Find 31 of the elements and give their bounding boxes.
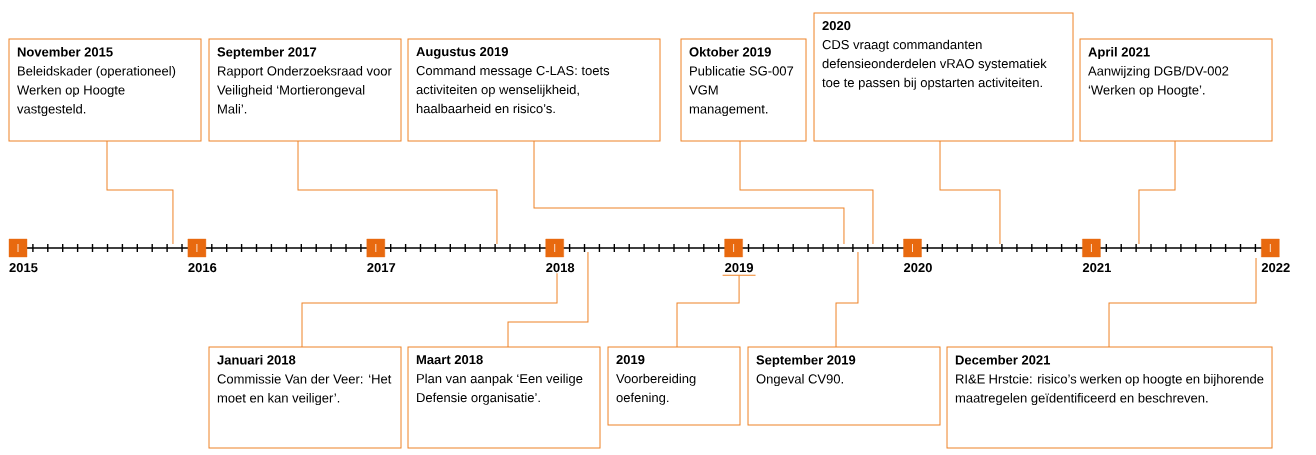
event-box: September 2019 Ongeval CV90. <box>747 346 941 426</box>
event-box: November 2015 Beleidskader (operationeel) Werken op Hoogte vastgesteld. <box>8 38 202 142</box>
leader-line <box>939 140 1001 245</box>
leader-line <box>301 272 558 348</box>
leader-line <box>739 140 874 245</box>
event-box: 2020 CDS vraagt commandanten defensieonderdelen vRAO systematiek toe te passen bij opstarten activiteiten. <box>813 12 1074 142</box>
timeline-drawing <box>8 238 1280 258</box>
year-label: 2022 <box>1261 263 1290 273</box>
event-box: Augustus 2019 Command message C-LAS: toets activiteiten op wenselijkheid, haalbaarheid en risico’s. <box>407 38 661 142</box>
leader-line <box>835 251 859 348</box>
year-label: 2019 <box>725 263 754 273</box>
leader-line <box>533 140 845 245</box>
leader-line <box>106 140 174 245</box>
year-label: 2016 <box>188 263 217 273</box>
event-box: December 2021 RI&E Hrstcie: risico’s werken op hoogte en bijhorende maatregelen geïdentificeerd en beschreven. <box>946 346 1273 449</box>
event-box: Oktober 2019 Publicatie SG-007 VGM management. <box>680 38 807 142</box>
leader-line <box>507 251 589 348</box>
event-box: April 2021 Aanwijzing DGB/DV-002 ‘Werken op Hoogte’. <box>1079 38 1273 142</box>
leader-line <box>1108 257 1257 348</box>
leader-line <box>1138 140 1176 245</box>
year-label: 2018 <box>546 263 575 273</box>
event-box: Maart 2018 Plan van aanpak ‘Een veilige Defensie organisatie’. <box>407 346 601 449</box>
year-label: 2017 <box>367 263 396 273</box>
year-label: 2020 <box>903 263 932 273</box>
leader-line <box>676 274 740 348</box>
event-box: September 2017 Rapport Onderzoeksraad voor Veiligheid ‘Mortierongeval Mali’. <box>208 38 402 142</box>
event-box: Januari 2018 Commissie Van der Veer: ‘Het moet en kan veiliger’. <box>208 346 402 449</box>
year-label: 2015 <box>9 263 38 273</box>
year-label: 2021 <box>1082 263 1111 273</box>
event-box: 2019 Voorbereiding oefening. <box>607 346 741 426</box>
leader-line <box>297 140 498 245</box>
